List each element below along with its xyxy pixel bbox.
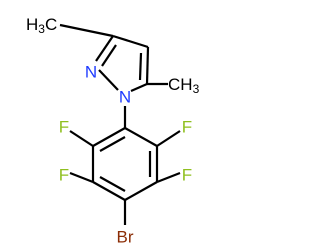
bond-c4-c5: [124, 181, 158, 201]
methyl-c3-c: C: [45, 15, 57, 34]
bond-n2-c3: [95, 35, 114, 62]
atom-n2: N: [85, 63, 97, 82]
atom-f-c5: F: [182, 166, 192, 185]
bond-c3-c4-double: [99, 176, 126, 192]
bond-c1-c2: [92, 127, 126, 147]
benzene-ring: [91, 127, 159, 201]
atom-br: Br: [117, 228, 134, 247]
bond-c2-f: [69, 130, 94, 147]
bond-c4-c5: [145, 46, 150, 85]
atom-f-c6: F: [182, 118, 192, 137]
atom-n1: N: [119, 88, 131, 107]
bond-c5-n1: [130, 82, 148, 93]
atom-f-c2: F: [59, 118, 69, 137]
methyl-c5-sub: 3: [193, 82, 200, 96]
pyrazole-ring: [95, 34, 150, 93]
atom-methyl-c5: CH3: [168, 75, 200, 97]
atom-f-c3: F: [59, 166, 69, 185]
bond-c3-c4: [92, 181, 126, 201]
methyl-c3-sub: 3: [38, 22, 45, 36]
bond-c5-f: [156, 171, 181, 184]
bond-c3-methyl: [59, 23, 114, 38]
bond-c4-c5-double: [138, 52, 143, 81]
bond-c3-f: [69, 171, 94, 184]
bond-n2-c3-double: [101, 44, 117, 67]
chemical-structure: N N H3C CH3 F F F F Br: [26, 15, 200, 247]
bond-c1-c2-double: [99, 136, 126, 152]
bond-c3-c4: [112, 34, 149, 49]
methyl-c5-ch: CH: [168, 75, 193, 94]
methyl-bonds: [59, 23, 168, 86]
halogen-bonds: [69, 130, 181, 225]
methyl-c3-h: H: [26, 15, 38, 34]
bond-c6-c1: [124, 127, 158, 147]
bond-c6-f: [156, 130, 181, 147]
atom-methyl-c3: H3C: [26, 15, 57, 37]
bond-n1-n2: [98, 69, 119, 91]
